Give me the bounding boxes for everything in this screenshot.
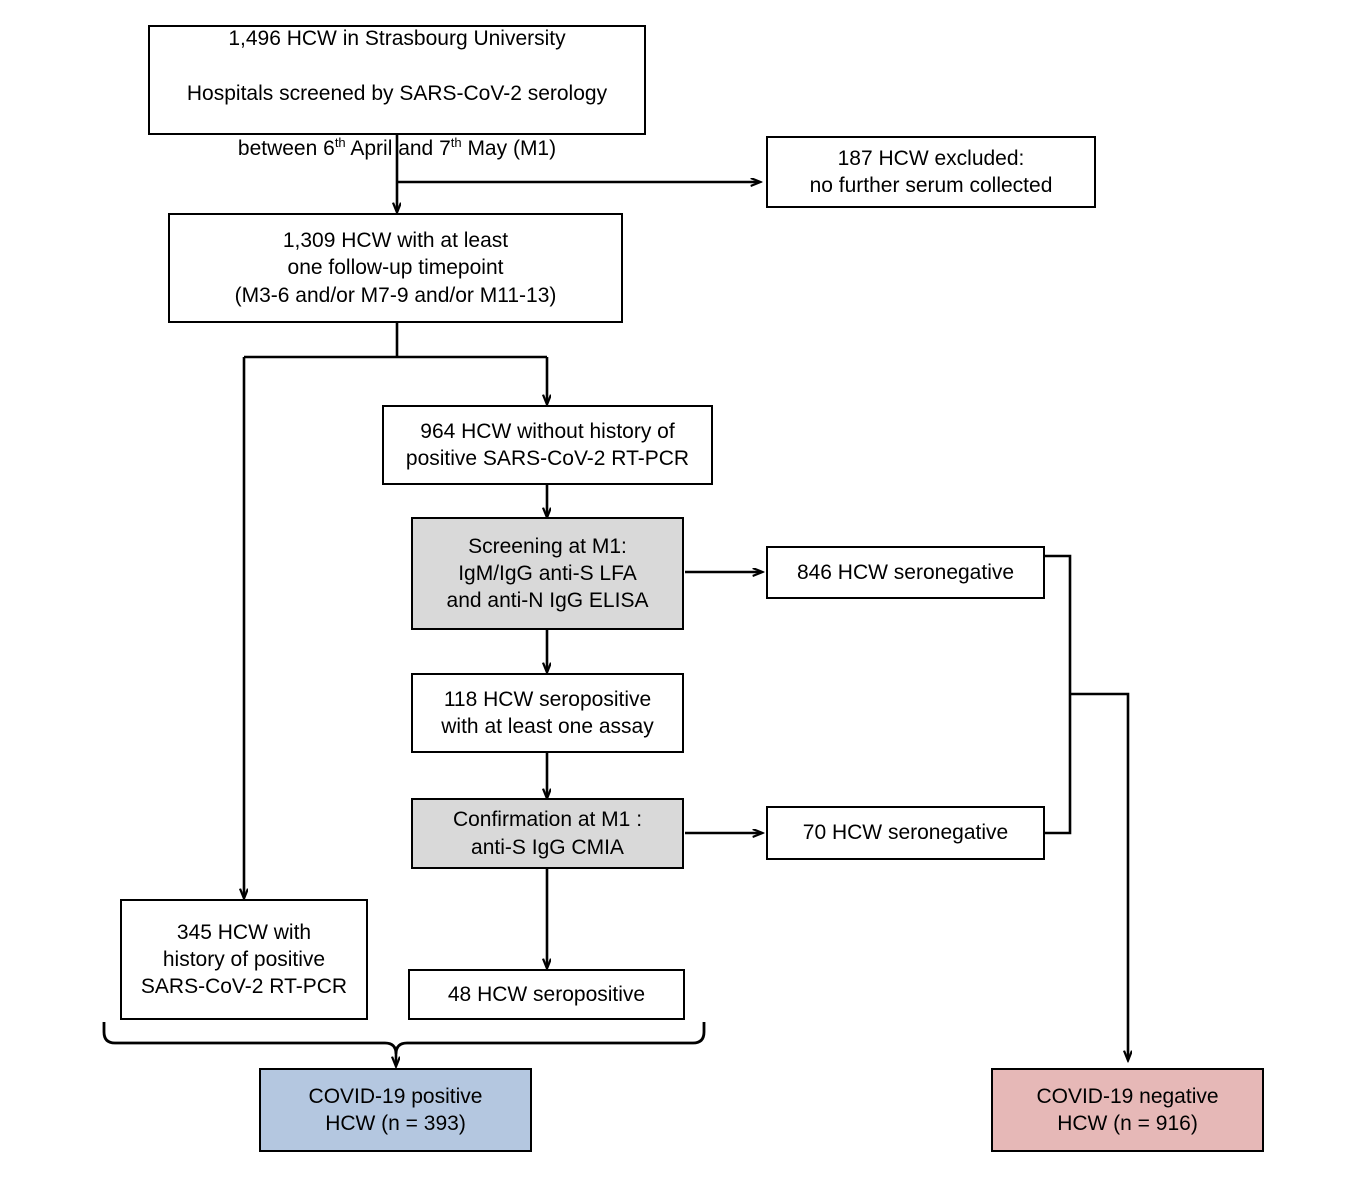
node-seronegative-70: 70 HCW seronegative [766, 806, 1045, 860]
brace-covid-positive [102, 1022, 706, 1055]
edge-seronegatives-merge [1045, 554, 1072, 835]
node-seronegative-846: 846 HCW seronegative [766, 546, 1045, 599]
node-seropositive-48: 48 HCW seropositive [408, 969, 685, 1020]
node-covid-positive: COVID-19 positive HCW (n = 393) [259, 1068, 532, 1152]
node-excluded-hcw: 187 HCW excluded: no further serum colle… [766, 136, 1096, 208]
node-covid-negative: COVID-19 negative HCW (n = 916) [991, 1068, 1264, 1152]
ordinal-suffix-7th: th [450, 134, 462, 150]
node-no-history-hcw: 964 HCW without history of positive SARS… [382, 405, 713, 485]
edge-merge-to-covid-negative [1070, 692, 1128, 1060]
node-confirmation-at-m1: Confirmation at M1 : anti-S IgG CMIA [411, 798, 684, 869]
node-followup-hcw: 1,309 HCW with at least one follow-up ti… [168, 213, 623, 323]
node-screening-at-m1: Screening at M1: IgM/IgG anti-S LFA and … [411, 517, 684, 630]
node-seropositive-118: 118 HCW seropositive with at least one a… [411, 673, 684, 753]
ordinal-suffix-6th: th [334, 134, 346, 150]
node-screened-hcw: 1,496 HCW in Strasbourg University Hospi… [148, 25, 646, 160]
node-screened-hcw-text: 1,496 HCW in Strasbourg University Hospi… [186, 27, 608, 160]
node-history-positive-345: 345 HCW with history of positive SARS-Co… [120, 899, 368, 1020]
